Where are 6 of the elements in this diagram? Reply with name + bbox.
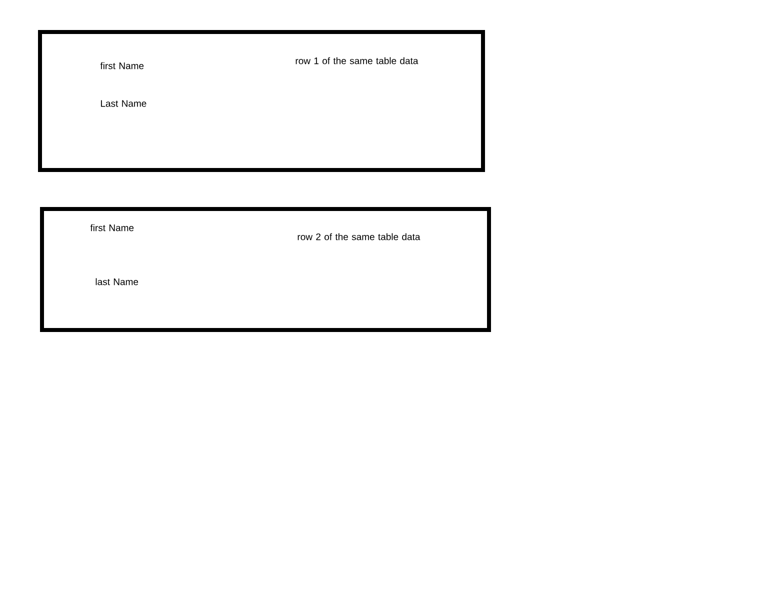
field-label: first Name	[90, 224, 134, 232]
field-label: last Name	[96, 278, 138, 286]
field-label: row 2 of the same table data	[298, 233, 420, 240]
field-label: first Name	[100, 62, 144, 70]
field-label: row 1 of the same table data	[296, 57, 418, 64]
field-label: Last Name	[101, 100, 146, 107]
